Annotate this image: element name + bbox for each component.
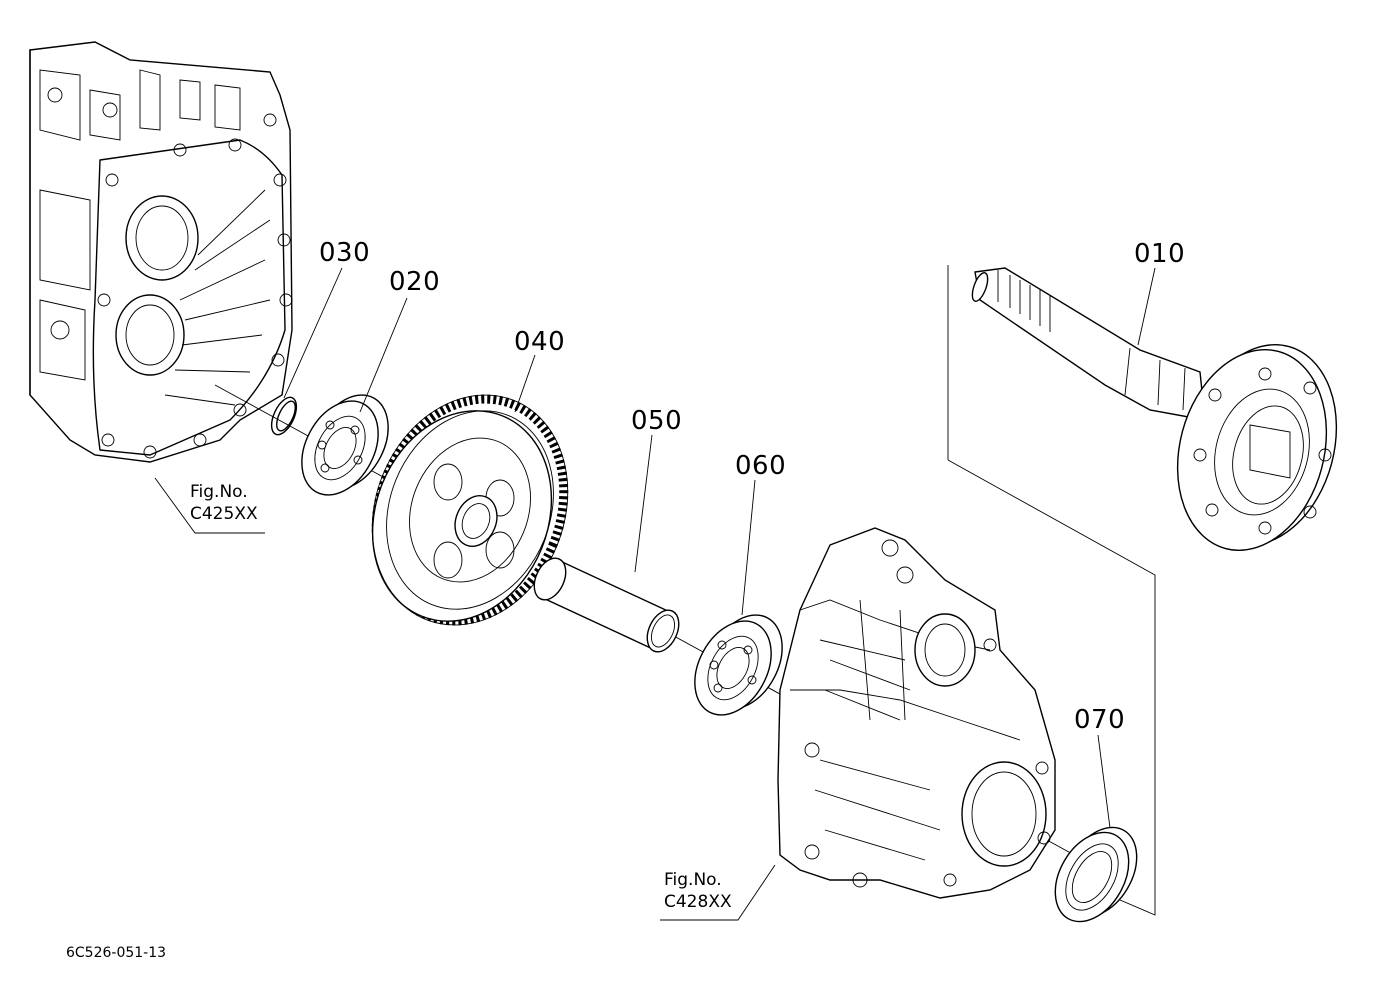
part-label-070: 070 bbox=[1074, 705, 1126, 735]
part-label-050: 050 bbox=[631, 406, 683, 436]
gear-housing-right bbox=[777, 527, 1056, 899]
sleeve-050 bbox=[533, 557, 680, 653]
part-label-040: 040 bbox=[514, 327, 566, 357]
drawing-code: 6C526-051-13 bbox=[66, 945, 167, 961]
bearing-020 bbox=[301, 394, 389, 496]
fig-ref-left: Fig.No. C425XX bbox=[190, 484, 258, 523]
fig-ref-right-line1: Fig.No. bbox=[664, 870, 722, 890]
part-label-020: 020 bbox=[389, 267, 441, 297]
part-label-030: 030 bbox=[319, 238, 371, 268]
fig-ref-left-line1: Fig.No. bbox=[190, 482, 248, 502]
bearing-060 bbox=[694, 614, 783, 716]
snap-ring-030 bbox=[270, 396, 298, 436]
fig-ref-left-line2: C425XX bbox=[190, 504, 258, 524]
leader-lines bbox=[154, 267, 1156, 921]
fig-ref-right-line2: C428XX bbox=[664, 892, 732, 912]
oil-seal-070 bbox=[1054, 826, 1138, 923]
output-shaft-010 bbox=[971, 267, 1338, 551]
part-label-010: 010 bbox=[1134, 239, 1186, 269]
gear-040 bbox=[371, 394, 569, 626]
fig-ref-right: Fig.No. C428XX bbox=[664, 872, 732, 911]
shaft-group-bracket bbox=[947, 265, 1156, 916]
part-label-060: 060 bbox=[735, 451, 787, 481]
transmission-case-left bbox=[29, 41, 293, 463]
